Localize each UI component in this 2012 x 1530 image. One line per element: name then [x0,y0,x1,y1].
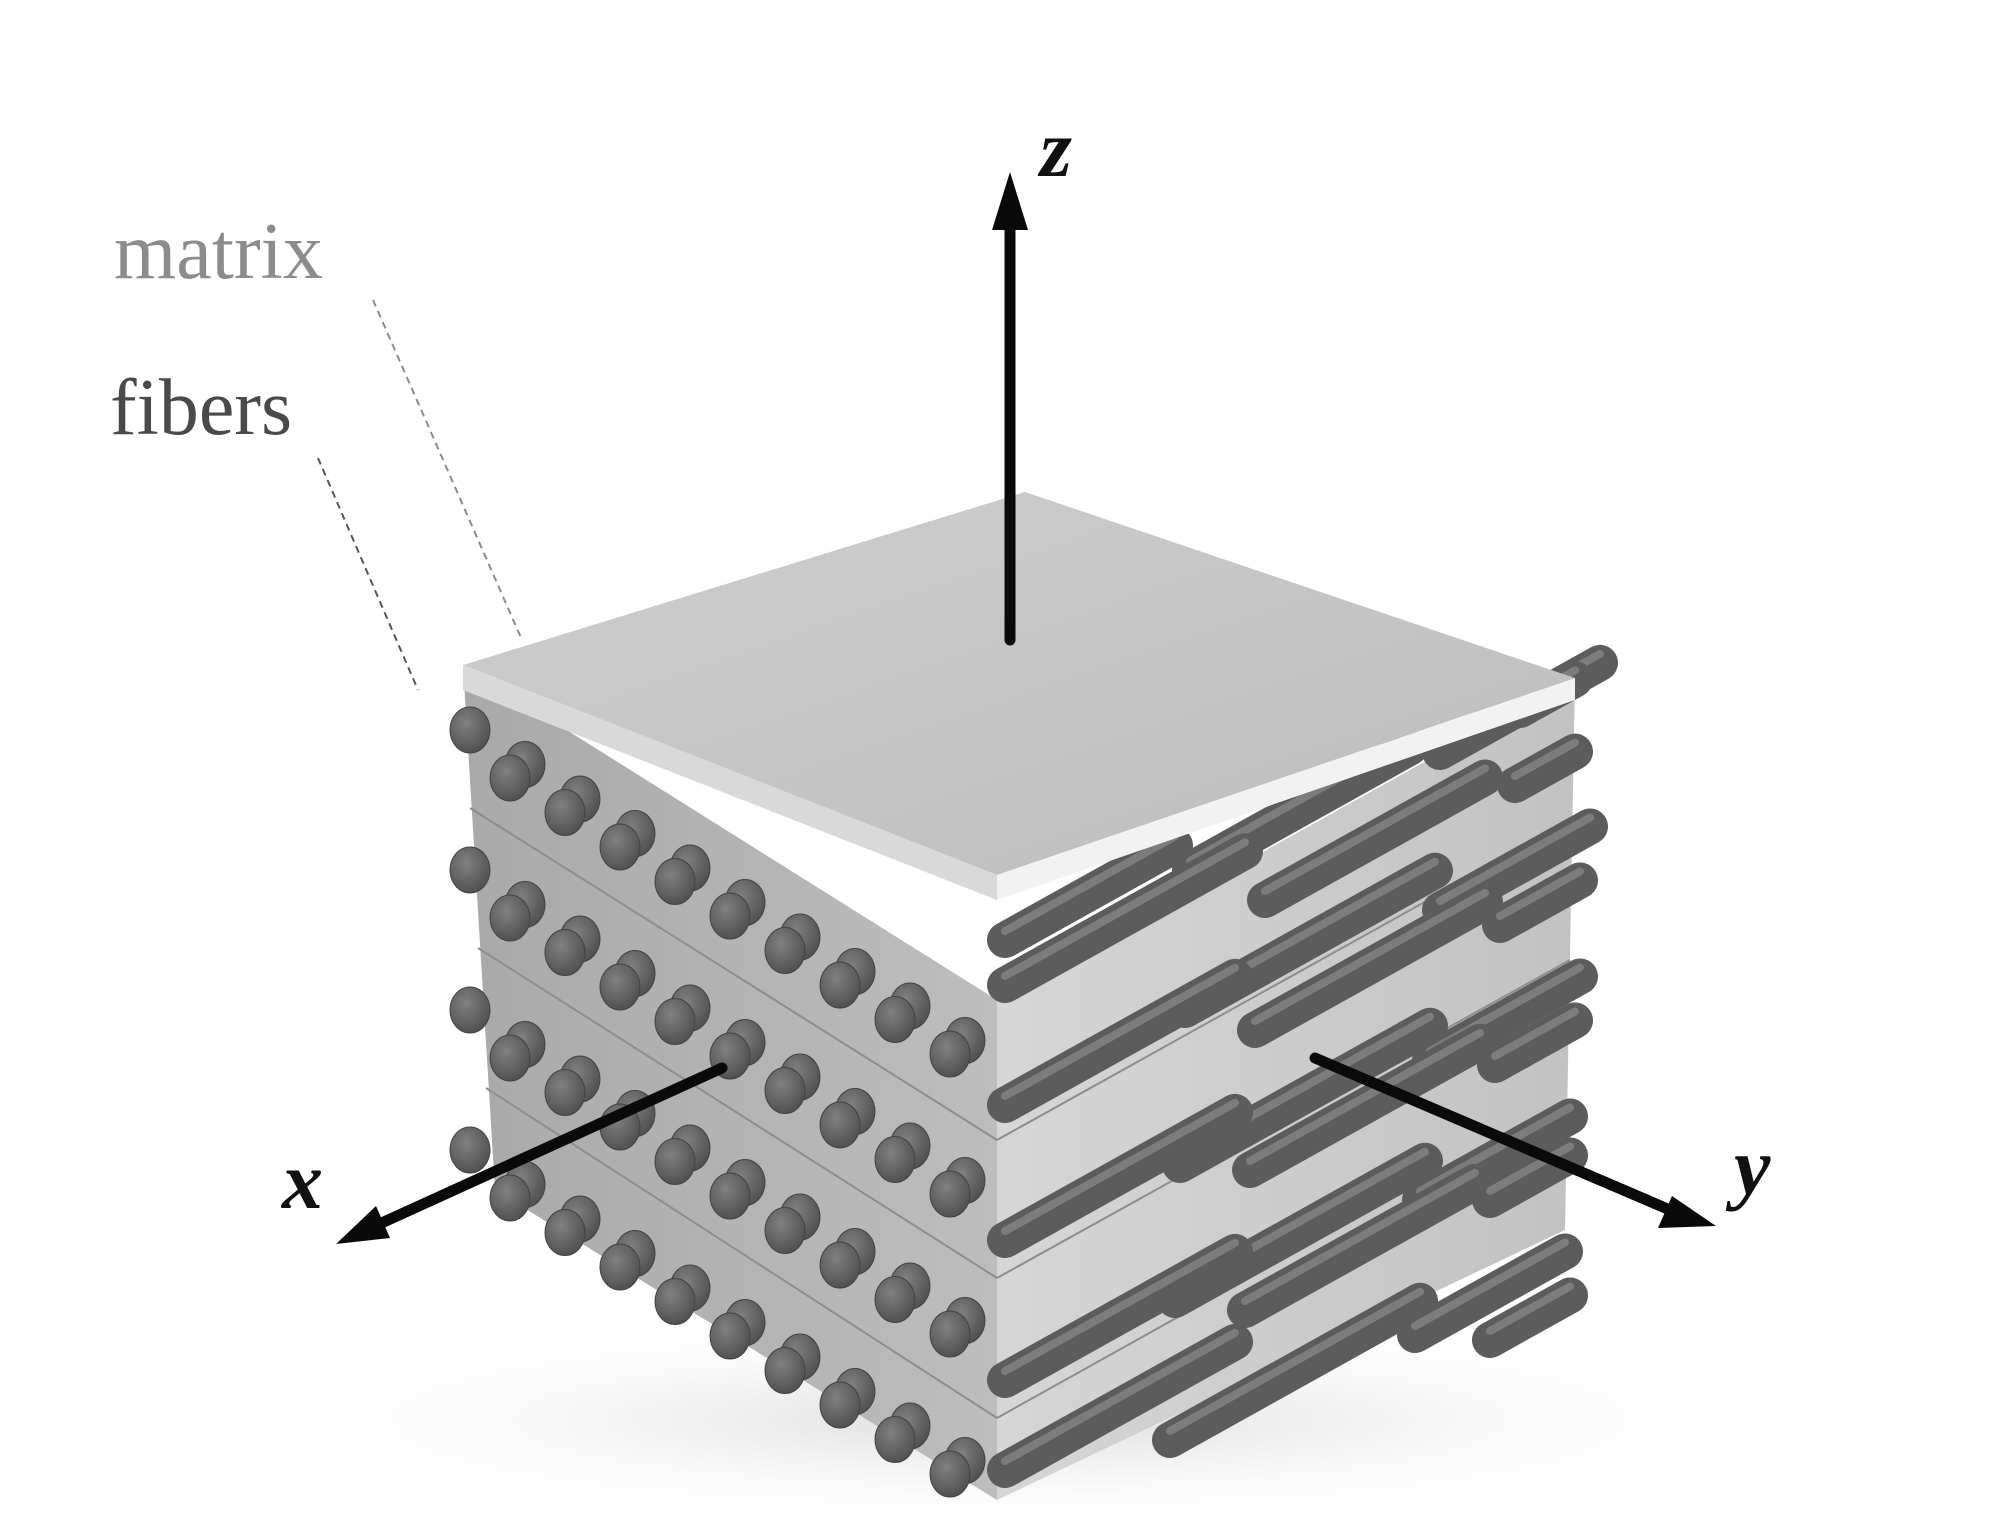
fiber-long-11 [1482,862,1598,943]
fiber-end-30 [544,929,586,976]
fiber-long-highlight-15 [1246,1028,1484,1165]
fiber-end-29 [489,894,531,942]
fibers-along-y [449,706,986,1498]
fiber-end-35 [819,1101,861,1149]
fiber-long-10 [1237,883,1503,1048]
fiber-long-9 [987,958,1253,1123]
fiber-end-54 [819,1241,861,1289]
fiber-long-15 [1232,1023,1498,1188]
fiber-end-55 [874,1276,916,1323]
x-axis-label: x [282,1135,323,1226]
matrix-top-surface [463,492,1575,875]
matrix-left-face [463,665,997,1500]
fiber-long-highlight-16 [1491,1007,1579,1060]
fiber-long-highlight-5 [1261,764,1489,895]
fiber-long-highlight-22 [1166,1287,1424,1435]
fiber-long-6 [1497,733,1593,803]
fiber-long-25 [987,1323,1253,1488]
fiber-end-17 [874,996,916,1043]
fiber-end-11 [544,789,586,836]
fiber-long-highlight-18 [1416,1103,1574,1195]
fiber-end-74 [874,1416,916,1463]
fiber-long-4 [987,833,1263,1003]
fiber-long-12 [1162,1007,1448,1183]
fiber-end-72 [764,1347,806,1394]
fiber-end-31 [599,963,641,1011]
fiber-long-highlight-19 [1001,1238,1239,1375]
matrix-label: matrix [114,208,323,296]
y-axis-arrow [1309,1052,1716,1228]
fiber-long-24 [1472,1277,1588,1358]
fiber-long-highlight-24 [1486,1282,1574,1335]
x-axis-arrow [336,1062,728,1244]
fiber-end-53 [764,1207,806,1254]
fiber-end-14 [709,892,751,940]
fiber-end-10 [489,754,531,802]
matrix-leader-line [372,299,523,641]
matrix-top-right-edge [997,678,1575,900]
fiber-long-highlight-9 [1001,963,1239,1100]
fiber-end-38 [449,986,491,1034]
fiber-long-16 [1477,1002,1593,1083]
fiber-end-34 [764,1067,806,1114]
fiber-end-13 [654,858,696,905]
fiber-end-52 [709,1172,751,1220]
fiber-long-20 [1227,1163,1493,1328]
fiber-end-48 [489,1034,531,1082]
fiber-end-16 [819,961,861,1009]
fiber-long-highlight-11 [1496,867,1584,920]
fiber-end-18 [929,1030,971,1078]
fiber-end-19 [449,846,491,894]
matrix-top-left-edge [463,665,997,900]
y-axis-label: y [1734,1121,1771,1212]
fiber-long-highlight-20 [1241,1168,1479,1305]
fibers-label: fibers [110,364,293,452]
fiber-long-5 [1247,759,1503,918]
fiber-end-70 [654,1278,696,1325]
fiber-long-highlight-10 [1251,888,1489,1025]
fiber-long-0 [987,827,1193,958]
fiber-end-57 [449,1126,491,1174]
fiber-long-highlight-23 [1411,1238,1569,1330]
fibers-leader-line [317,457,419,691]
layer-seams [469,807,1573,1419]
fiber-long-highlight-14 [1001,1098,1239,1235]
fiber-end-37 [929,1170,971,1218]
fiber-end-73 [819,1381,861,1429]
fiber-end-75 [929,1450,971,1498]
fiber-long-highlight-0 [1001,832,1179,935]
fiber-end-68 [544,1209,586,1256]
fiber-end-56 [929,1310,971,1358]
fiber-end-12 [599,823,641,871]
fiber-long-highlight-4 [1001,838,1249,980]
fiber-long-19 [987,1233,1253,1398]
fiber-end-67 [489,1174,531,1222]
fiber-long-23 [1397,1233,1583,1353]
fiber-end-32 [654,998,696,1045]
fiber-end-69 [599,1243,641,1291]
fiber-end-49 [544,1069,586,1116]
fiber-end-36 [874,1136,916,1183]
z-axis-arrow [992,172,1028,646]
fiber-end-15 [764,927,806,974]
fiber-end-71 [709,1312,751,1360]
fiber-long-highlight-25 [1001,1328,1239,1465]
fiber-long-highlight-21 [1486,1142,1574,1195]
z-axis-label: z [1040,103,1072,194]
fiber-long-14 [987,1093,1253,1258]
fiber-end-0 [449,706,491,754]
fiber-end-51 [654,1138,696,1185]
fiber-long-highlight-8 [1436,813,1594,905]
fiber-long-22 [1152,1282,1438,1458]
fiber-long-highlight-6 [1511,738,1579,780]
